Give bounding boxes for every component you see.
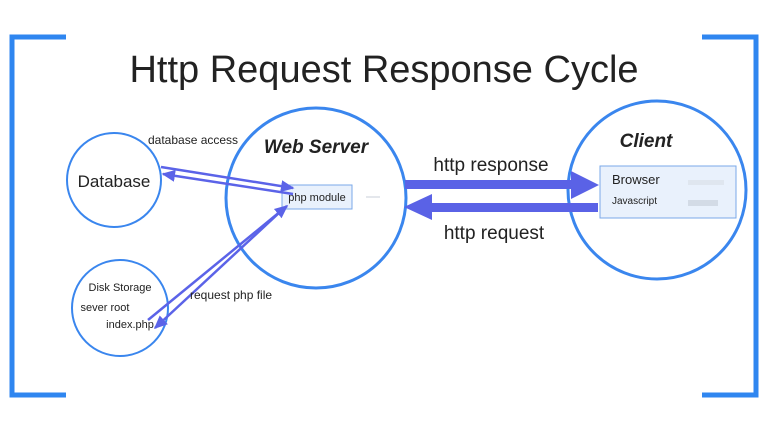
database-label: Database: [78, 172, 151, 191]
http-response-arrow: [405, 171, 599, 199]
request-php-file-label: request php file: [190, 288, 272, 302]
diagram-title: Http Request Response Cycle: [129, 49, 638, 91]
database-access-label: database access: [148, 133, 238, 147]
http-response-label: http response: [433, 155, 548, 176]
server-root-label: sever root: [81, 302, 130, 314]
php-module-label: php module: [288, 192, 346, 204]
right-bracket: [702, 34, 759, 398]
request-php-file-arrows: [147, 205, 289, 330]
client-label: Client: [620, 131, 673, 152]
left-bracket: [9, 34, 66, 398]
disk-storage-node: [71, 259, 169, 357]
database-access-arrows: [160, 165, 295, 196]
database-node: [66, 132, 162, 228]
http-request-arrow: [404, 194, 598, 220]
javascript-label: Javascript: [612, 196, 657, 207]
index-php-label: index.php: [106, 319, 154, 331]
browser-label: Browser: [612, 172, 660, 187]
browser-box: [599, 165, 737, 219]
http-request-label: http request: [444, 223, 545, 244]
web-server-label: Web Server: [264, 137, 370, 158]
disk-storage-label: Disk Storage: [89, 282, 152, 294]
